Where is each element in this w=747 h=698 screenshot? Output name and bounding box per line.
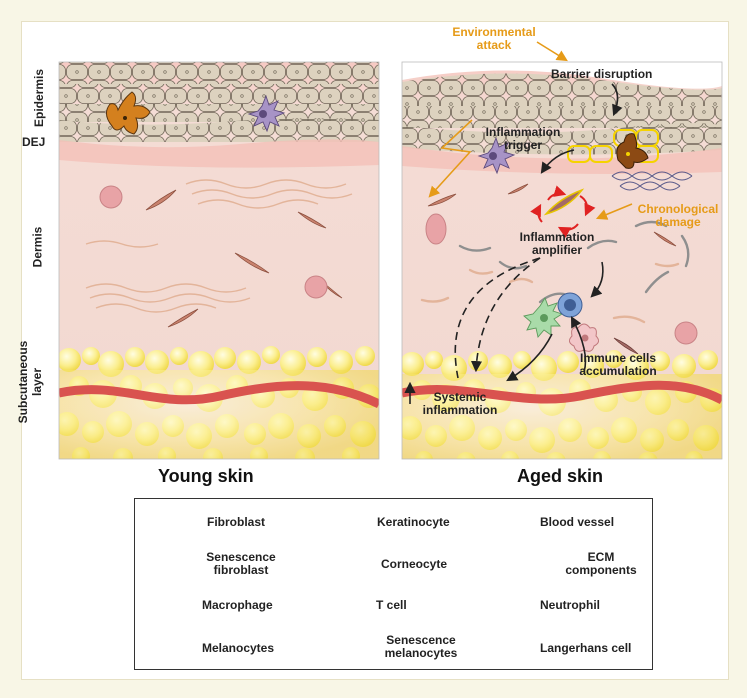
panel-title-aged: Aged skin <box>517 466 604 486</box>
senescent-fibroblasts-aged <box>543 188 639 355</box>
blood-vessel-aged-2 <box>674 321 698 345</box>
fat-layer-young <box>59 346 379 459</box>
legend-neutrophil: Neutrophil <box>540 598 600 612</box>
layer-label-dermis: Dermis <box>30 226 45 268</box>
legend-blood-vessel: Blood vessel <box>540 515 615 529</box>
pathway-arrows <box>404 83 623 404</box>
legend-corneocyte: Corneocyte <box>381 557 448 571</box>
fibroblasts-aged <box>427 183 677 247</box>
neutrophil-aged <box>568 323 600 352</box>
legend-t-cell: T cell <box>376 598 407 612</box>
blood-vessel-large-aged <box>402 380 722 405</box>
aged-skin-panel <box>402 62 722 459</box>
layer-label-dej: DEJ <box>22 135 46 149</box>
senescent-melanocyte-aged <box>616 133 649 169</box>
ecm-aged <box>420 220 690 324</box>
blood-vessel-young-2 <box>304 275 328 299</box>
legend-box <box>134 498 653 670</box>
legend-macrophage: Macrophage <box>202 598 273 612</box>
legend-melanocytes: Melanocytes <box>202 641 275 655</box>
amplifier-arrows <box>530 185 596 238</box>
label-barrier-disruption: Barrier disruption <box>551 67 653 81</box>
legend-keratinocyte: Keratinocyte <box>377 515 450 529</box>
ecm-young <box>85 179 353 313</box>
legend-fibroblast: Fibroblast <box>207 515 266 529</box>
young-skin-panel <box>59 62 379 459</box>
langerhans-aged <box>477 136 516 175</box>
environmental-arrows <box>428 41 633 220</box>
blood-vessel-large-young <box>59 381 379 409</box>
macrophage-aged <box>523 296 564 338</box>
blood-vessel-aged-1 <box>425 213 447 245</box>
panel-title-young: Young skin <box>158 466 254 486</box>
layer-label-epidermis: Epidermis <box>32 68 47 128</box>
blood-vessel-young-1 <box>99 185 123 209</box>
langerhans-young <box>247 94 286 133</box>
tcell-aged <box>557 292 583 318</box>
melanocyte-young <box>106 91 151 135</box>
dna-damage <box>611 171 693 191</box>
legend-langerhans-cell: Langerhans cell <box>540 641 632 655</box>
